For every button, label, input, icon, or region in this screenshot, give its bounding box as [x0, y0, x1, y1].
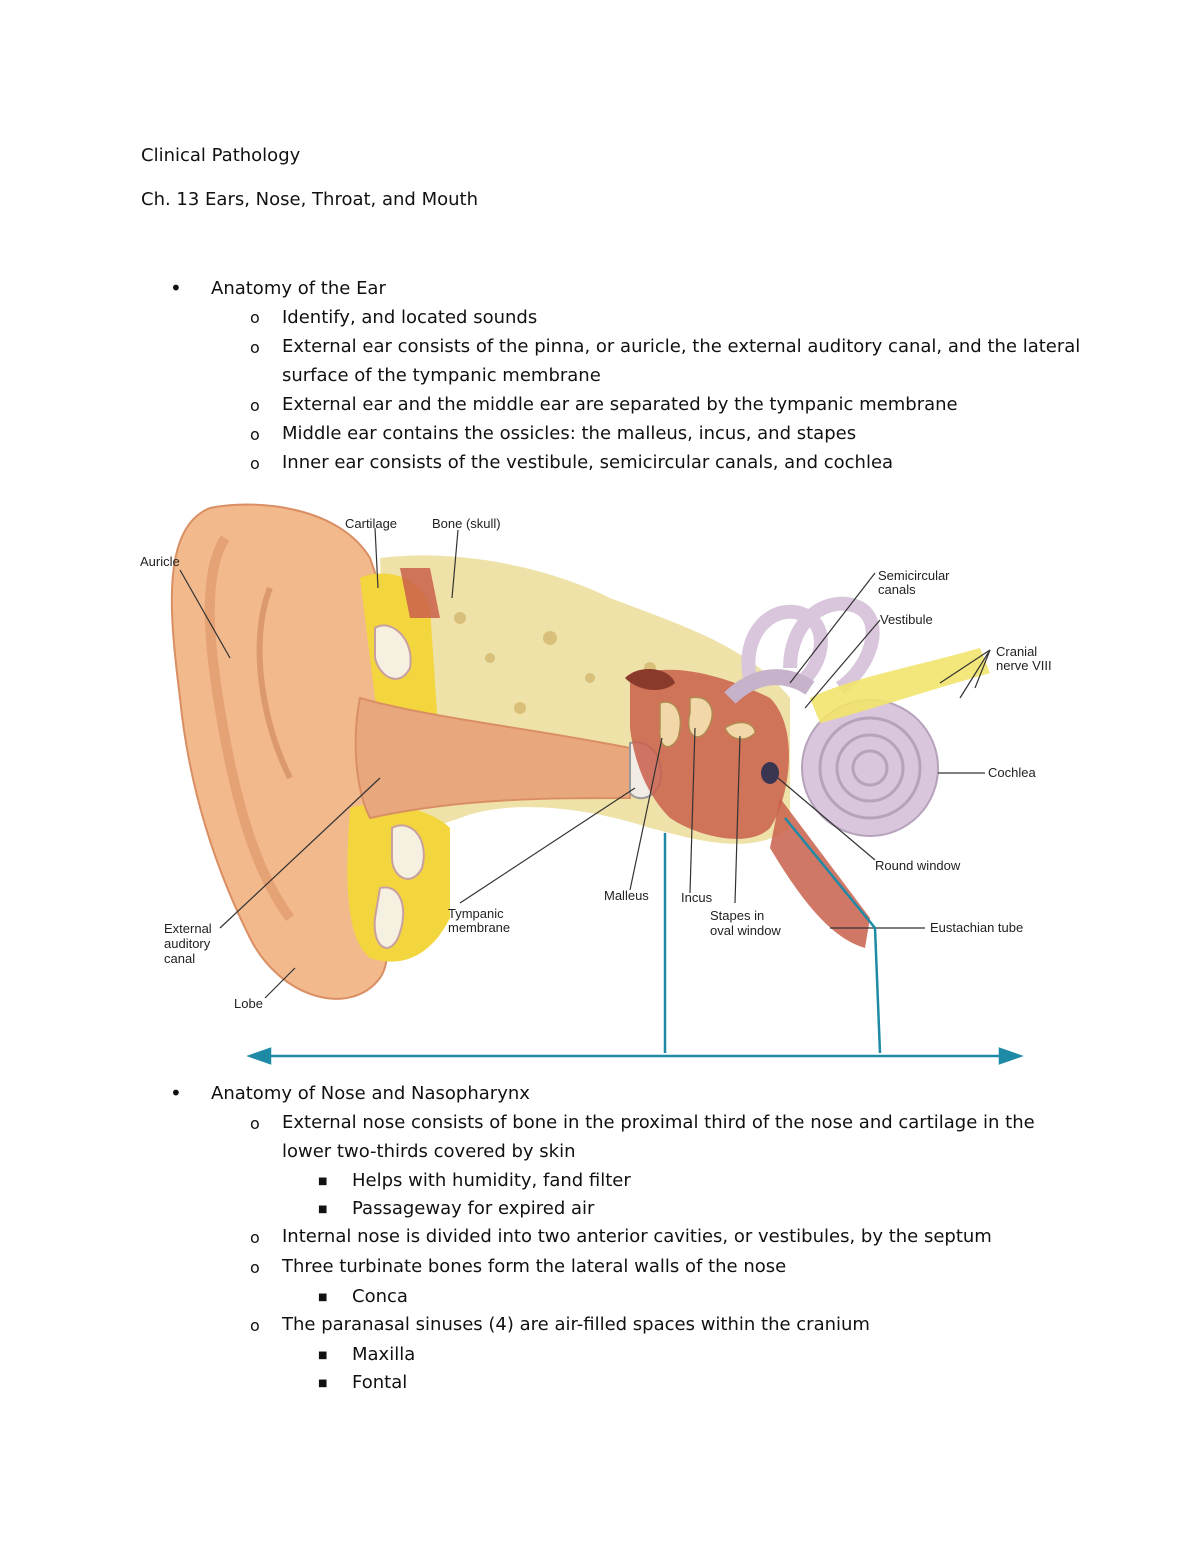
list-item: Middle ear contains the ossicles: the ma… [282, 423, 857, 444]
label-external-canal-2: auditory [164, 936, 211, 951]
circle-bullet-icon: o [250, 308, 260, 327]
label-bone: Bone (skull) [432, 516, 501, 531]
eustachian-tube [770, 798, 870, 948]
circle-bullet-icon: o [250, 1258, 260, 1277]
stapes-bone [724, 721, 756, 740]
square-bullet-icon: ■ [318, 1378, 328, 1389]
label-cartilage: Cartilage [345, 516, 397, 531]
list-item: External nose consists of bone in the pr… [282, 1112, 1035, 1133]
label-vestibule: Vestibule [880, 612, 933, 627]
label-eustachian-tube: Eustachian tube [930, 920, 1023, 935]
circle-bullet-icon: o [250, 1316, 260, 1335]
label-external-canal-3: canal [164, 951, 195, 966]
list-item: Maxilla [352, 1344, 416, 1365]
list-item: Internal nose is divided into two anteri… [282, 1226, 992, 1247]
label-external-canal: External [164, 921, 212, 936]
square-bullet-icon: ■ [318, 1350, 328, 1361]
label-round-window: Round window [875, 858, 961, 873]
list-item: Passageway for expired air [352, 1198, 595, 1219]
label-auricle: Auricle [140, 554, 180, 569]
label-stapes: Stapes in [710, 908, 764, 923]
bullet-icon: • [170, 1081, 182, 1105]
cranial-nerve-viii [810, 648, 990, 723]
label-cochlea: Cochlea [988, 765, 1036, 780]
circle-bullet-icon: o [250, 338, 260, 357]
label-cranial-nerve-2: nerve VIII [996, 658, 1052, 673]
label-semicircular-2: canals [878, 582, 916, 597]
list-item: Three turbinate bones form the lateral w… [282, 1256, 787, 1277]
round-window [761, 762, 779, 784]
label-incus: Incus [681, 890, 713, 905]
malleus-bone [659, 701, 681, 748]
circle-bullet-icon: o [250, 1114, 260, 1133]
list-item: The paranasal sinuses (4) are air-filled… [282, 1314, 870, 1335]
circle-bullet-icon: o [250, 396, 260, 415]
label-stapes-2: oval window [710, 923, 781, 938]
list-item-continuation: surface of the tympanic membrane [282, 365, 601, 386]
list-item: Inner ear consists of the vestibule, sem… [282, 452, 894, 473]
square-bullet-icon: ■ [318, 1292, 328, 1303]
square-bullet-icon: ■ [318, 1204, 328, 1215]
course-title: Clinical Pathology [141, 145, 301, 166]
list-item: External ear consists of the pinna, or a… [282, 336, 1081, 357]
incus-bone [688, 696, 713, 738]
label-tympanic-2: membrane [448, 920, 510, 935]
list-item: Conca [352, 1286, 408, 1307]
ear-anatomy-illustration: Auricle Cartilage Bone (skull) Semicircu… [140, 503, 1052, 1065]
cartilage-fat-lower [347, 804, 450, 962]
label-semicircular: Semicircular [878, 568, 950, 583]
label-lobe: Lobe [234, 996, 263, 1011]
label-cranial-nerve: Cranial [996, 644, 1037, 659]
bullet-icon: • [170, 276, 182, 300]
square-bullet-icon: ■ [318, 1176, 328, 1187]
label-malleus: Malleus [604, 888, 649, 903]
label-tympanic: Tympanic [448, 906, 504, 921]
list-item: Identify, and located sounds [282, 307, 538, 328]
list-item-continuation: lower two-thirds covered by skin [282, 1141, 576, 1162]
section-heading-nose: Anatomy of Nose and Nasopharynx [211, 1083, 530, 1104]
region-divider-lines [246, 817, 1024, 1065]
section-heading-ear: Anatomy of the Ear [211, 278, 386, 299]
circle-bullet-icon: o [250, 1228, 260, 1247]
chapter-title: Ch. 13 Ears, Nose, Throat, and Mouth [141, 189, 478, 210]
circle-bullet-icon: o [250, 425, 260, 444]
circle-bullet-icon: o [250, 454, 260, 473]
list-item: External ear and the middle ear are sepa… [282, 394, 958, 415]
list-item: Fontal [352, 1372, 408, 1393]
external-auditory-canal [354, 696, 631, 820]
list-item: Helps with humidity, fand filter [352, 1170, 631, 1191]
